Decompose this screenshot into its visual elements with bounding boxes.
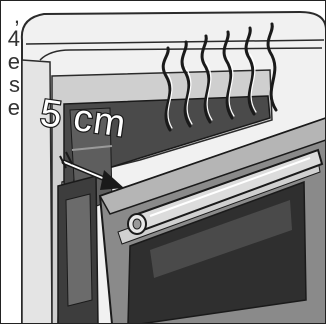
handle-end-cap-inner [133, 219, 141, 229]
left-panel-inset [66, 194, 92, 306]
